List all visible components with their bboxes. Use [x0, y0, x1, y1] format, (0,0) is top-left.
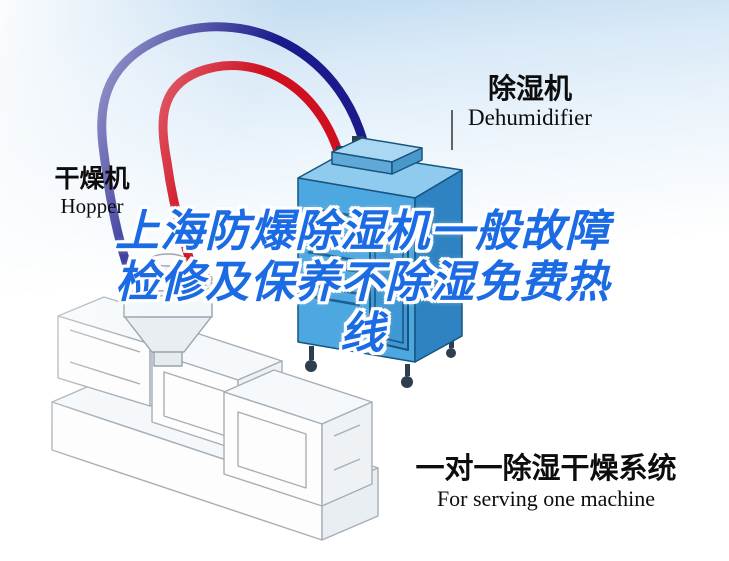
hotline-headline-line1: 上海防爆除湿机一般故障 — [115, 207, 610, 256]
dehumidifier-label-en: Dehumidifier — [468, 104, 592, 130]
hotline-headline: 上海防爆除湿机一般故障 检修及保养不除湿免费热 线 — [40, 206, 685, 359]
hopper-label-cn: 干燥机 — [54, 165, 130, 193]
dehumidifier-callout: 除湿机 Dehumidifier — [440, 73, 620, 131]
system-caption-cn: 一对一除湿干燥系统 — [415, 453, 677, 485]
system-caption-en: For serving one machine — [436, 485, 656, 511]
dehumidifier-label-cn: 除湿机 — [487, 73, 572, 104]
system-caption: 一对一除湿干燥系统 For serving one machine — [396, 453, 696, 512]
hopper-callout: 干燥机 Hopper — [44, 165, 140, 218]
hotline-headline-line2: 检修及保养不除湿免费热 — [115, 258, 610, 308]
hopper-label-en: Hopper — [60, 193, 124, 218]
hotline-headline-line3: 线 — [340, 309, 385, 359]
